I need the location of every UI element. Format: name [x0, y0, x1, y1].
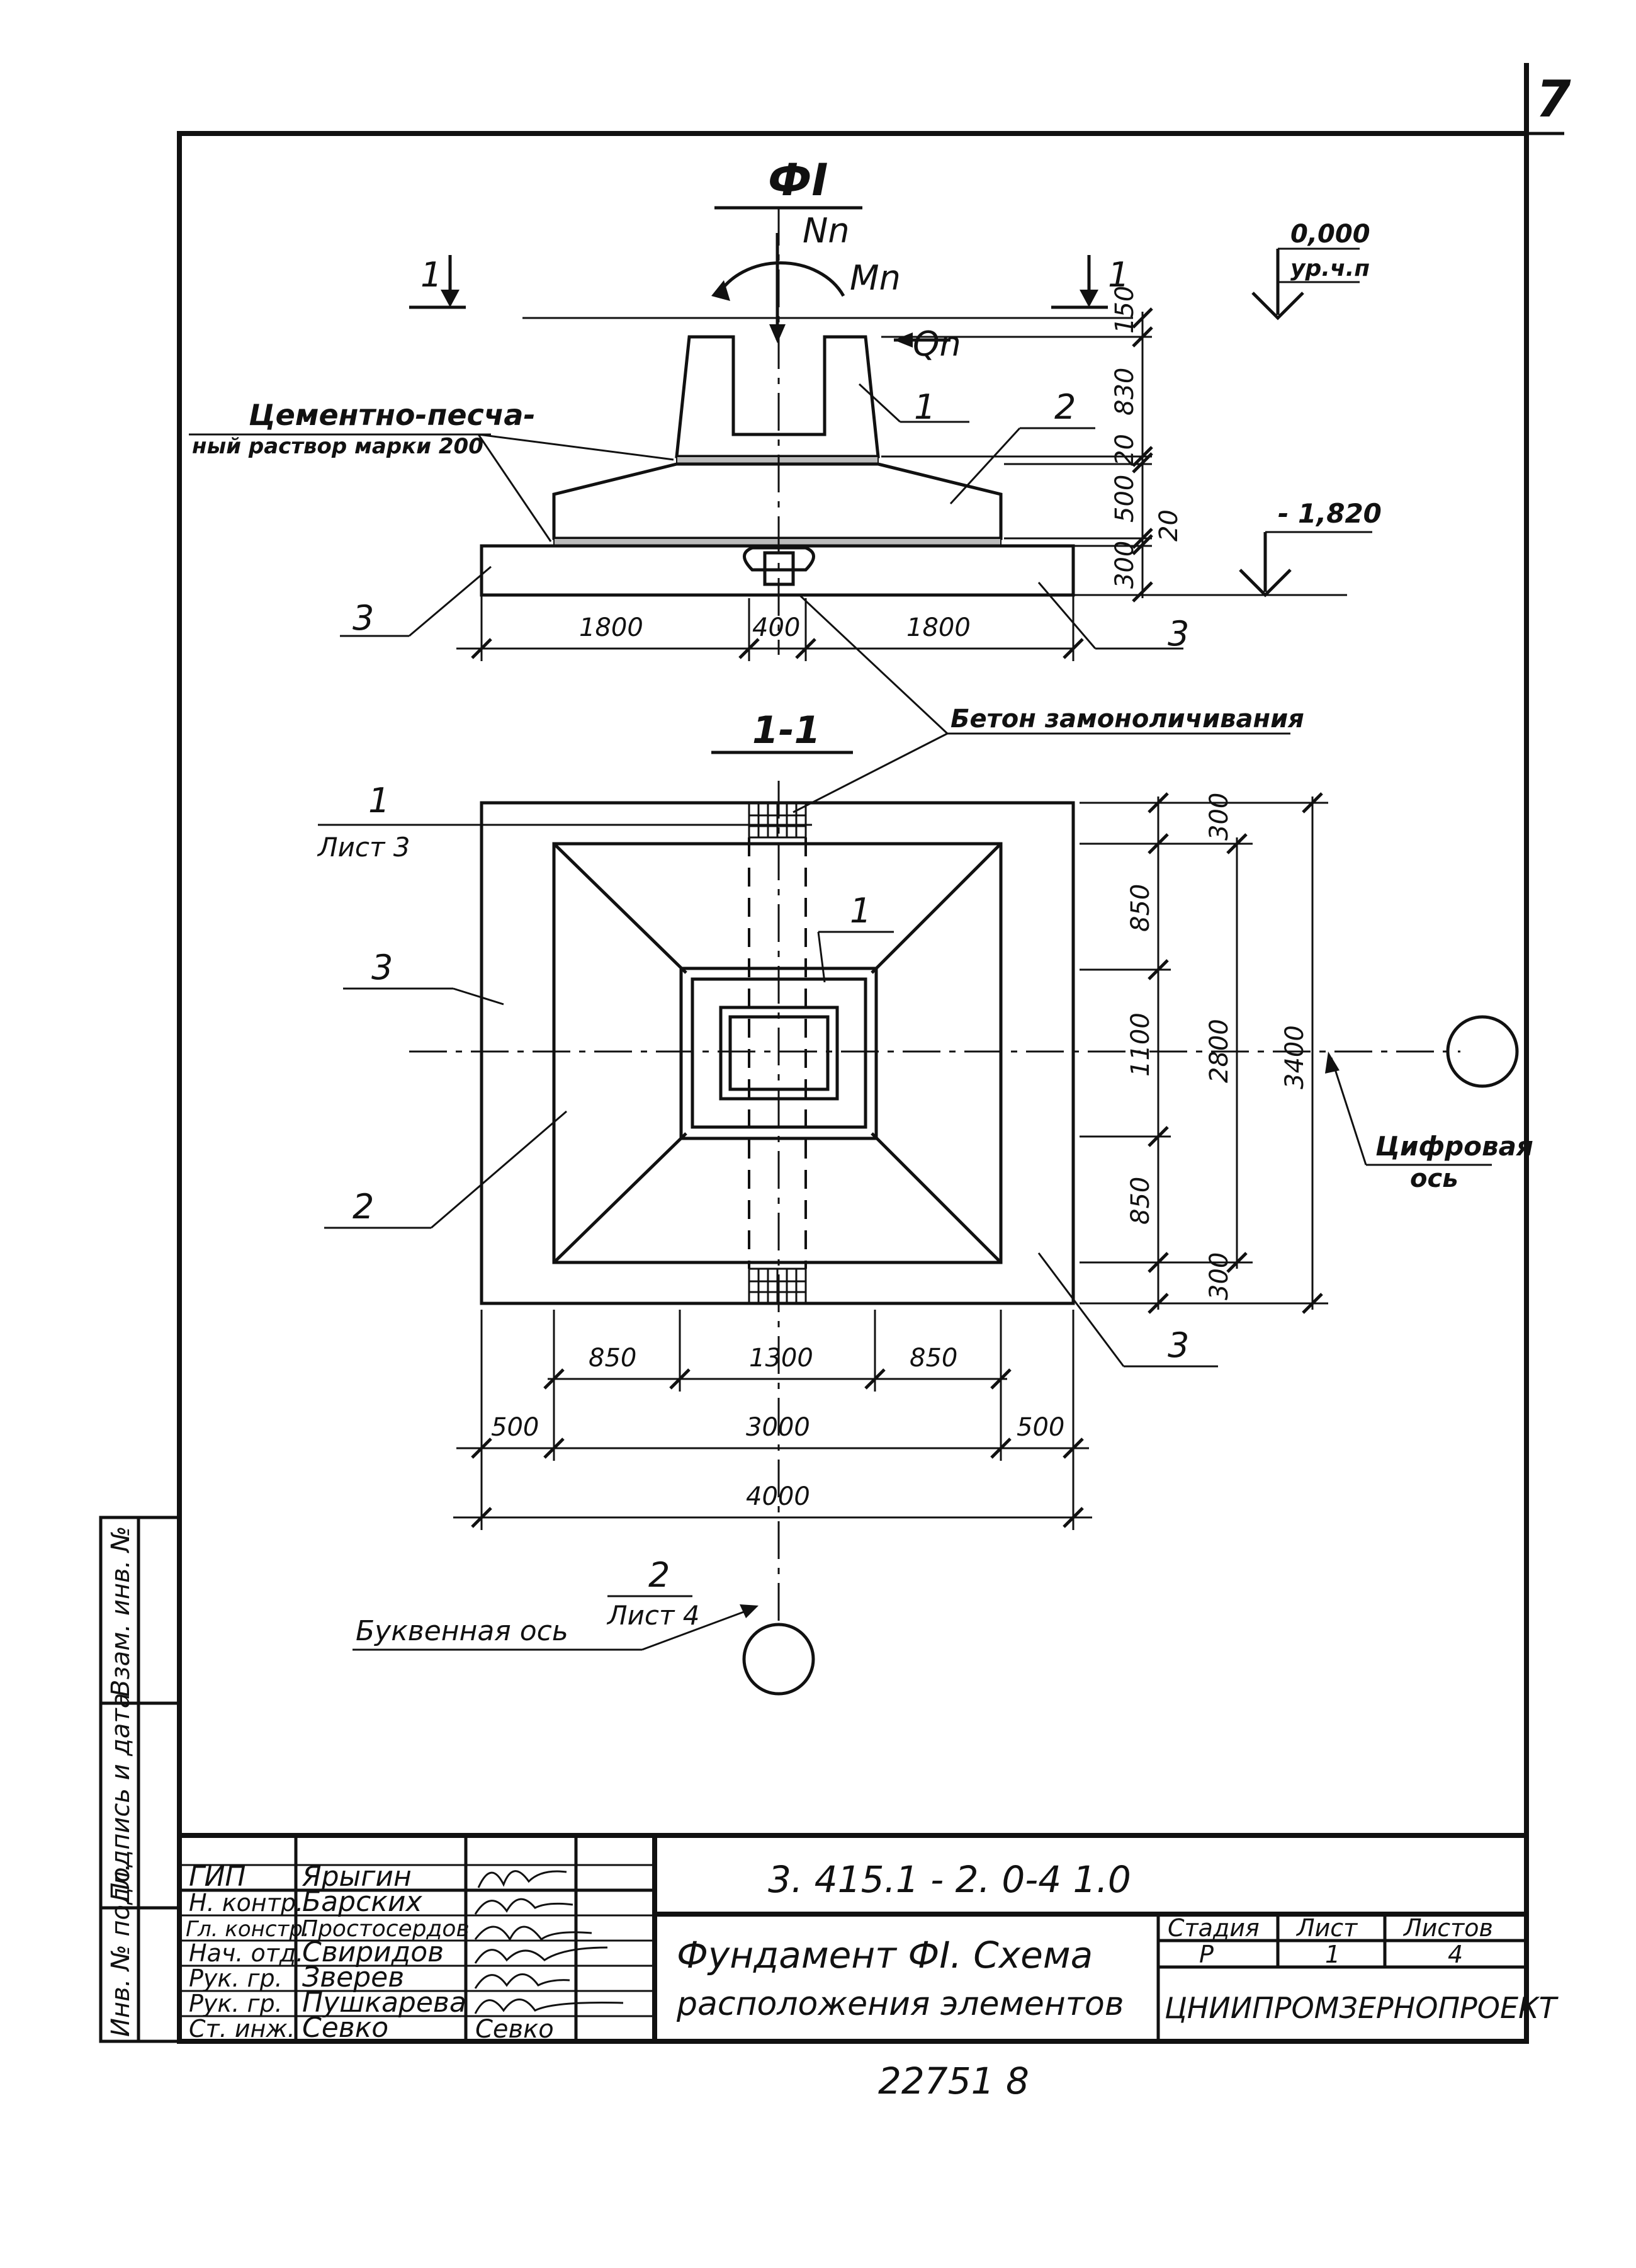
org-name: ЦНИИПРОМЗЕРНОПРОЕКТ: [1165, 1991, 1559, 2025]
bdim-500-left: 500: [491, 1413, 539, 1442]
signature-marks: Севко: [474, 1870, 624, 2044]
ref-top-sheet: Лист 3: [317, 832, 410, 863]
staff-name-6: Севко: [302, 2012, 388, 2044]
sheets-header: Листов: [1402, 1914, 1493, 1942]
staff-name-2: Простосердов: [301, 1916, 470, 1942]
level-bottom: - 1,820: [1278, 498, 1382, 529]
digital-axis-line1: Цифровая: [1375, 1131, 1533, 1162]
vdim-20a: 20: [1110, 434, 1139, 466]
side-stamp-inv: Инв. № подл.: [106, 1863, 135, 2037]
rdim-1100: 1100: [1126, 1012, 1155, 1077]
pos-3-plan-right: 3: [1168, 1325, 1189, 1365]
pos-1-plan: 1: [850, 891, 871, 931]
staff-role-3: Нач. отд.: [189, 1939, 303, 1967]
rdim-2800: 2800: [1205, 1019, 1234, 1083]
doc-name-line2: расположения элементов: [676, 1985, 1124, 2023]
bdim-850-right: 850: [910, 1344, 957, 1373]
staff-name-3: Свиридов: [302, 1936, 444, 1968]
bdim-4000: 4000: [746, 1482, 810, 1511]
plan-title: 1-1: [752, 708, 820, 752]
rdim-850-bottom: 850: [1126, 1177, 1155, 1225]
signature-last: Севко: [475, 2015, 554, 2044]
bottom-number: 22751 8: [878, 2060, 1029, 2102]
ref-top-num: 1: [368, 781, 390, 820]
staff-role-4: Рук. гр.: [189, 1965, 283, 1992]
level-top-value: 0,000: [1290, 220, 1370, 249]
staff-name-5: Пушкарева: [302, 1987, 466, 2019]
vdim-150: 150: [1110, 286, 1139, 334]
ref-bottom-num: 2: [648, 1555, 670, 1595]
pos-2-elev: 2: [1054, 387, 1076, 427]
vdim-300: 300: [1110, 541, 1139, 589]
staff-name-0: Ярыгин: [302, 1861, 412, 1893]
bdim-500-right: 500: [1017, 1413, 1064, 1442]
load-n: Nn: [803, 211, 850, 251]
pos-1-elev: 1: [914, 387, 935, 427]
pos-2-plan: 2: [353, 1187, 374, 1227]
plan-view: 1-1 1: [317, 708, 1533, 1696]
rdim-300-top: 300: [1205, 793, 1234, 841]
elevation-title: ФI: [768, 154, 828, 206]
sheets-value: 4: [1448, 1941, 1463, 1968]
mortar-note-line2: ный раствор марки 200: [192, 434, 483, 459]
staff-role-6: Ст. инж.: [189, 2015, 295, 2043]
hdim-1800-left: 1800: [579, 613, 643, 642]
vdim-830: 830: [1110, 368, 1139, 416]
vdim-500: 500: [1110, 475, 1139, 523]
sheet-header: Лист: [1295, 1914, 1358, 1942]
side-stamp-replace: Взам. инв. №: [106, 1526, 135, 1697]
hdim-1800-right: 1800: [906, 613, 971, 642]
stage-value: Р: [1199, 1941, 1214, 1968]
mortar-note-line1: Цементно-песча-: [249, 398, 536, 432]
corner-sheet-number: 7: [1536, 70, 1571, 128]
load-m: Mn: [850, 258, 901, 298]
digital-axis-line2: ось: [1410, 1164, 1458, 1193]
letter-axis: Буквенная ось: [356, 1615, 568, 1647]
pos-3-plan-left: 3: [371, 948, 393, 987]
level-top-label: ур.ч.п: [1290, 256, 1370, 281]
grout-note: Бетон замоноличивания: [951, 705, 1304, 734]
staff-role-1: Н. контр.: [189, 1889, 303, 1917]
doc-name-line1: Фундамент ФI. Схема: [677, 1934, 1093, 1976]
pos-3-elev-right: 3: [1168, 614, 1189, 654]
pos-3-elev-left: 3: [353, 598, 374, 638]
sheet-value: 1: [1325, 1941, 1340, 1968]
doc-code: 3. 415.1 - 2. 0-4 1.0: [768, 1858, 1131, 1901]
title-block: ГИП Ярыгин Н. контр. Барских Гл. констр.…: [177, 1833, 1559, 2044]
hdim-400: 400: [752, 613, 800, 642]
load-q: Qn: [913, 324, 961, 364]
staff-name-4: Зверев: [302, 1961, 404, 1993]
side-stamp: Инв. № подл. Подпись и дата Взам. инв. №: [99, 1516, 181, 2043]
rdim-300-bottom: 300: [1205, 1252, 1234, 1300]
rdim-3400: 3400: [1280, 1025, 1309, 1089]
elevation-view: ФI 1 1 Nn Mn Qn: [189, 154, 1382, 814]
staff-role-2: Гл. констр.: [186, 1917, 310, 1942]
section-mark-right: 1: [1108, 255, 1129, 295]
bdim-850-left: 850: [589, 1344, 636, 1373]
section-mark-left: 1: [420, 255, 442, 295]
vdim-20b: 20: [1154, 509, 1183, 541]
bdim-3000: 3000: [746, 1413, 810, 1442]
bdim-1300: 1300: [749, 1344, 813, 1373]
stage-header: Стадия: [1168, 1914, 1260, 1942]
rdim-850-top: 850: [1126, 884, 1155, 932]
staff-name-1: Барских: [302, 1886, 422, 1918]
staff-role-5: Рук. гр.: [189, 1990, 283, 2017]
ref-bottom-sheet: Лист 4: [606, 1600, 700, 1631]
side-stamp-sign: Подпись и дата: [106, 1693, 135, 1902]
staff-role-0: ГИП: [189, 1861, 246, 1893]
